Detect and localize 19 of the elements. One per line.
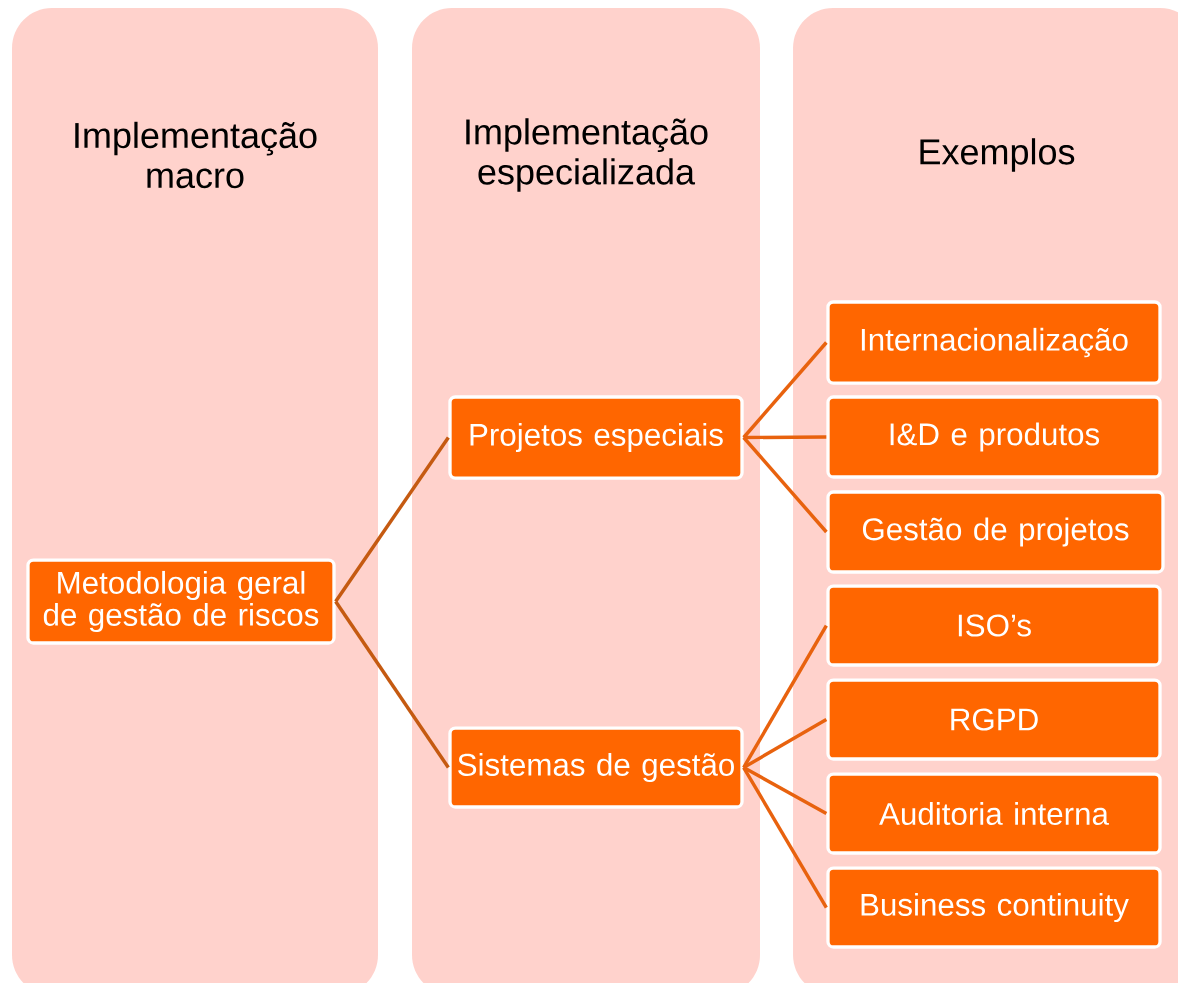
connector-line <box>742 436 828 534</box>
process-box: Gestão de projetos <box>826 490 1165 574</box>
connector-line <box>743 435 827 440</box>
process-box: Business continuity <box>826 866 1162 949</box>
connector-line <box>742 624 828 769</box>
connector-line <box>742 341 828 439</box>
process-box: Metodologia geral de gestão de riscos <box>26 558 336 645</box>
process-box: ISO’s <box>826 584 1162 667</box>
process-box: RGPD <box>826 678 1162 761</box>
process-box: I&D e produtos <box>826 395 1162 479</box>
process-box: Auditoria interna <box>826 772 1162 855</box>
connector-line <box>742 766 828 816</box>
connector-line <box>334 436 450 603</box>
process-box: Projetos especiais <box>448 395 744 480</box>
process-box: Internacionalização <box>826 300 1162 385</box>
connector-line <box>334 600 450 769</box>
connector-line <box>742 718 828 769</box>
process-box: Sistemas de gestão <box>448 726 744 809</box>
connector-line <box>742 766 828 909</box>
